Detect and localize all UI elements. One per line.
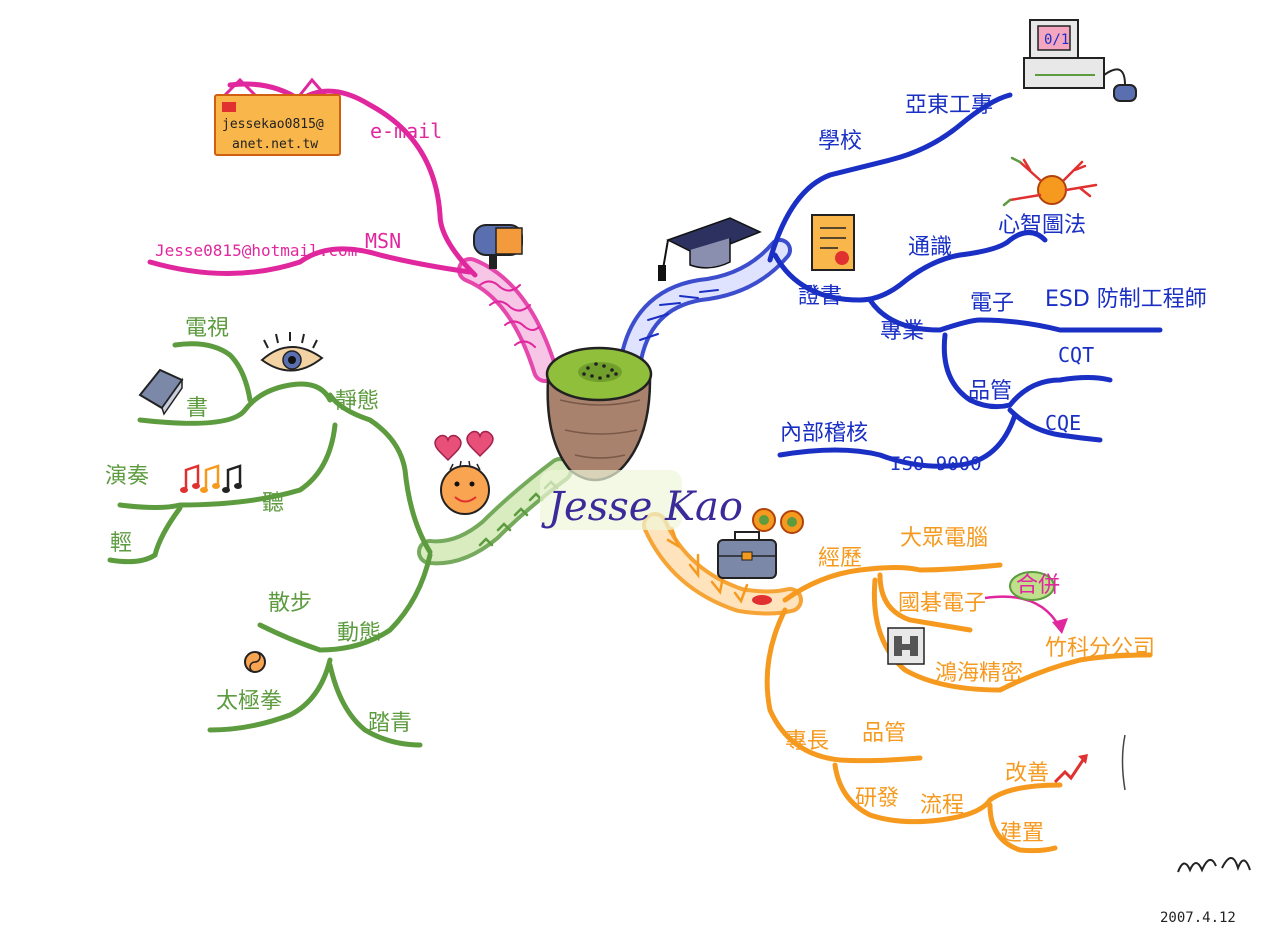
experience-line xyxy=(782,562,1003,603)
msn-label: MSN xyxy=(365,229,401,253)
general-label: 通識 xyxy=(908,235,952,260)
specialty-label: 專長 xyxy=(785,729,829,754)
merge-arrowhead xyxy=(1052,618,1068,634)
esd-label: ESD 防制工程師 xyxy=(1045,287,1207,312)
center-node: Jesse Kao xyxy=(540,470,743,530)
company2-label: 國碁電子 xyxy=(898,591,986,616)
signature: 2007.4.12 xyxy=(1160,857,1251,926)
cert-line xyxy=(772,230,1048,303)
edge-bracket xyxy=(1121,734,1126,791)
quality-line xyxy=(941,332,1113,410)
school-name: 亞東工專 xyxy=(905,93,993,118)
certificate-icon xyxy=(811,214,855,271)
smiley-face-icon xyxy=(440,460,490,515)
yin-yang-icon xyxy=(244,651,266,673)
email-card-line-1: jessekao0815@ xyxy=(222,117,324,132)
center-pot-icon xyxy=(545,346,653,482)
msn-value: Jesse0815@hotmail.com xyxy=(155,241,357,260)
tv-label: 電視 xyxy=(185,316,229,341)
branch-label: 竹科分公司 xyxy=(1045,636,1155,661)
mailbox-icon xyxy=(473,224,523,269)
company1-label: 大眾電腦 xyxy=(900,526,988,551)
cqe-line xyxy=(1007,407,1103,443)
hobby-main-line xyxy=(327,392,433,555)
email-label: e-mail xyxy=(370,119,442,143)
cert-label: 證書 xyxy=(798,284,842,309)
taichi-line xyxy=(207,657,333,733)
light-line xyxy=(107,505,183,565)
book-icon xyxy=(138,368,184,416)
improve-label: 改善 xyxy=(1005,761,1049,786)
build-line xyxy=(987,802,1058,854)
coins-icon xyxy=(752,508,804,534)
hobby-branch xyxy=(107,341,573,748)
process-label: 流程 xyxy=(920,793,964,818)
specialty-line xyxy=(764,607,923,764)
merge-label: 合併 xyxy=(1016,573,1060,598)
mail-card-icon: jessekao0815@ anet.net.tw xyxy=(214,77,341,156)
briefcase-icon xyxy=(717,531,777,579)
tv-line xyxy=(172,341,253,403)
merge-arrow xyxy=(984,595,1062,629)
experience-label: 經歷 xyxy=(818,546,862,571)
hiking-line xyxy=(327,662,423,748)
email-branch-line xyxy=(227,81,478,278)
msn-branch-line xyxy=(147,246,473,276)
hearts-icon xyxy=(434,430,494,462)
music-notes-icon xyxy=(180,464,242,493)
static-label: 靜態 xyxy=(335,389,379,414)
company3-label: 鴻海精密 xyxy=(935,661,1023,686)
light-label: 輕 xyxy=(110,531,132,556)
contact-branch xyxy=(147,81,558,383)
listen-line xyxy=(117,422,338,510)
signature-date: 2007.4.12 xyxy=(1160,910,1236,926)
cqe-label: CQE xyxy=(1045,411,1081,435)
merge-cloud xyxy=(1009,571,1055,601)
cqt-label: CQT xyxy=(1058,343,1094,367)
play-label: 演奏 xyxy=(105,464,149,489)
quality-label: 品管 xyxy=(968,379,1012,404)
computer-icon: 0/1 xyxy=(1023,19,1137,102)
professional-label: 專業 xyxy=(880,319,924,344)
graduation-cap-icon xyxy=(658,217,762,281)
qc-label: 品管 xyxy=(862,721,906,746)
school-branch xyxy=(618,92,1163,469)
book-label: 書 xyxy=(186,396,208,421)
walk-label: 散步 xyxy=(268,591,312,616)
iso-label: ISO 9000 xyxy=(890,453,982,475)
internal-audit-label: 內部稽核 xyxy=(780,421,868,446)
trend-up-arrow-icon xyxy=(1053,754,1088,784)
center-name: Jesse Kao xyxy=(541,484,743,530)
build-label: 建置 xyxy=(1000,821,1044,846)
static-line xyxy=(137,381,333,426)
school-line xyxy=(767,92,1013,263)
eye-icon xyxy=(260,332,324,372)
school-label: 學校 xyxy=(818,129,862,154)
electronics-label: 電子 xyxy=(970,291,1014,316)
mind-map-neuron-icon xyxy=(1002,156,1098,207)
rd-line xyxy=(832,762,1063,825)
dynamic-line xyxy=(257,552,433,653)
company2-line xyxy=(877,572,973,633)
hon-hai-logo-icon xyxy=(887,627,925,665)
rd-label: 研發 xyxy=(855,786,899,811)
taichi-label: 太極拳 xyxy=(216,689,282,714)
listen-label: 聽 xyxy=(262,491,284,516)
iso-line xyxy=(777,412,1018,469)
hiking-label: 踏青 xyxy=(368,711,412,736)
svg-text:0/1: 0/1 xyxy=(1044,32,1069,48)
email-card-line-2: anet.net.tw xyxy=(232,137,318,152)
professional-line xyxy=(867,297,1163,333)
career-branch xyxy=(642,512,1153,854)
mind-map-label: 心智圖法 xyxy=(998,213,1086,238)
company3-line xyxy=(871,577,1153,693)
dynamic-label: 動態 xyxy=(337,621,381,646)
